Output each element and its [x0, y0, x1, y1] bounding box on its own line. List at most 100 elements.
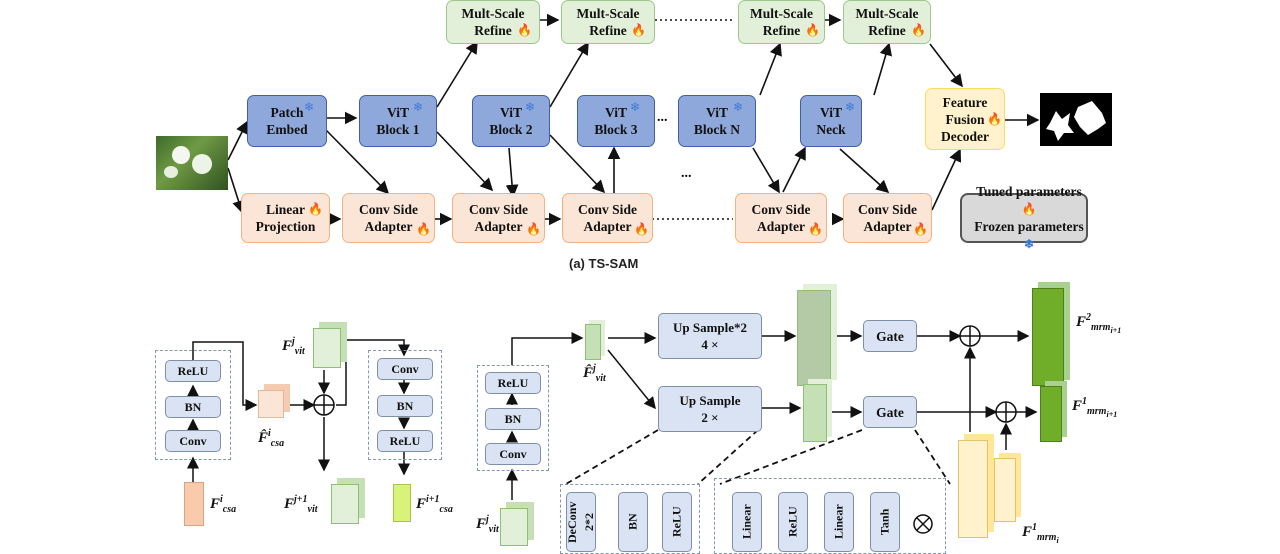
up-sample-2-label: Up Sample*2 4 ×: [672, 320, 748, 352]
f-mrm-1-sub-text: mrm: [1087, 406, 1107, 417]
csa-right-group: [368, 350, 442, 460]
f-csa-input-label: Ficsa: [210, 494, 236, 515]
linear-projection-label: Linear Projection: [255, 202, 316, 234]
f-csa-output-cuboid: [393, 484, 411, 522]
f-vit-output-cuboid: [331, 484, 359, 524]
f-csa-hat-label: F̂icsa: [258, 428, 284, 449]
gate-linear-label-1: Linear: [739, 504, 754, 540]
f-vit-output-sub: vit: [307, 504, 318, 515]
gate-relu-box: ReLU: [778, 492, 808, 552]
vit-block-2-label: ViT Block 2: [489, 105, 533, 137]
vit-block-1-box: ViT Block 1: [359, 95, 437, 147]
refine-box-4: Mult-Scale Refine: [843, 0, 931, 44]
f-csa-output-base: F: [416, 496, 427, 512]
f-vit-mrm-input-cuboid: [500, 508, 528, 546]
conv-side-adapter-label-2: Conv Side Adapter: [469, 202, 528, 234]
ellipsis-top: ...: [657, 110, 668, 125]
gate-tanh-label: Tanh: [877, 508, 892, 536]
vit-block-2-box: ViT Block 2: [472, 95, 550, 147]
refine-box-1: Mult-Scale Refine: [446, 0, 540, 44]
csa-bn-box: BN: [165, 396, 221, 418]
f-csa-output-label: Fi+1csa: [416, 494, 453, 515]
f-vit-hat-base: F̂: [583, 365, 594, 381]
linear-projection-box: Linear Projection: [241, 193, 330, 243]
conv-side-adapter-4: Conv Side Adapter: [735, 193, 827, 243]
mrm-bn-label: BN: [504, 411, 522, 426]
legend: Tuned parameters 🔥 Frozen parameters ❄: [960, 184, 1088, 251]
f-csa-input-sup: i: [220, 494, 223, 505]
f-csa-input-base: F: [210, 496, 221, 512]
feature-fusion-decoder: Feature Fusion Decoder: [925, 88, 1005, 150]
up-sample-2-box: Up Sample*2 4 ×: [658, 313, 762, 359]
f-mrm-prev-sup: 1: [1032, 522, 1038, 533]
mrm-relu-label: ReLU: [497, 375, 529, 390]
f-csa-hat-sup: i: [268, 428, 271, 439]
snowflake-icon: ❄: [304, 100, 315, 114]
gate-linear-box-2: Linear: [824, 492, 854, 552]
f-csa-hat-sub: csa: [270, 438, 285, 449]
vit-neck-label: ViT Neck: [816, 105, 846, 137]
detail-bn-label: BN: [625, 513, 640, 531]
f-vit-hat-sup: j: [593, 363, 596, 374]
f-mrm-prev-sub: mrmi: [1037, 532, 1059, 545]
detail-relu-box: ReLU: [662, 492, 692, 552]
conv-side-adapter-label-5: Conv Side Adapter: [858, 202, 917, 234]
vit-block-1-label: ViT Block 1: [376, 105, 420, 137]
f-mrm-2-sub-text: mrm: [1091, 322, 1111, 333]
flame-icon: 🔥: [913, 222, 928, 236]
f-mrm-2-label: F2mrmi+1: [1076, 312, 1121, 335]
snowflake-icon: ❄: [733, 100, 744, 114]
input-image: [156, 136, 228, 190]
f-mrm-prev-base: F: [1022, 524, 1033, 540]
csa-conv-box-2: Conv: [377, 358, 433, 380]
f-vit-mrm-input-base: F: [476, 516, 487, 532]
csa-conv-label-2: Conv: [391, 361, 419, 376]
gate-box-2: Gate: [863, 396, 917, 428]
f-vit-output-sup: j+1: [294, 494, 308, 505]
flame-icon: 🔥: [631, 23, 646, 37]
gate-linear-label-2: Linear: [831, 504, 846, 540]
gate-label-1: Gate: [876, 328, 904, 344]
conv-side-adapter-3: Conv Side Adapter: [562, 193, 653, 243]
csa-relu-label-2: ReLU: [389, 433, 421, 448]
flame-icon: 🔥: [517, 23, 532, 37]
flame-icon: 🔥: [805, 23, 820, 37]
flame-icon: 🔥: [911, 23, 926, 37]
mrm-bn-box: BN: [485, 408, 541, 430]
gate-tanh-box: Tanh: [870, 492, 900, 552]
snowflake-icon: ❄: [630, 100, 641, 114]
f-csa-hat-base: F̂: [258, 430, 269, 446]
f-vit-input-cuboid: [313, 328, 341, 368]
snowflake-icon: ❄: [1023, 237, 1035, 251]
gate-linear-box-1: Linear: [732, 492, 762, 552]
f-mrm-1-map: [1040, 386, 1062, 442]
f-vit-hat-label: F̂jvit: [583, 363, 606, 384]
f-mrm-prev-map-1: [958, 440, 988, 538]
deconv-label: DeConv 2*2: [565, 501, 596, 543]
gate-label-2: Gate: [876, 404, 904, 420]
patch-embed-box: Patch Embed: [247, 95, 327, 147]
f-mrm-2-sub: mrmi+1: [1091, 322, 1121, 335]
conv-side-adapter-1: Conv Side Adapter: [342, 193, 435, 243]
csa-conv-label: Conv: [179, 433, 207, 448]
f-mrm-1-base: F: [1072, 398, 1083, 414]
f-vit-output-label: Fj+1vit: [284, 494, 318, 515]
f-mrm-prev-sub-text: mrm: [1037, 532, 1057, 543]
mrm-conv-label: Conv: [499, 446, 527, 461]
upsample-2x-map: [803, 384, 827, 442]
vit-block-3-label: ViT Block 3: [594, 105, 638, 137]
flame-icon: 🔥: [1021, 202, 1037, 216]
f-vit-input-base: F: [282, 338, 293, 354]
f-vit-input-sup: j: [292, 336, 295, 347]
vit-neck-box: ViT Neck: [800, 95, 862, 147]
decoder-label: Feature Fusion Decoder: [941, 94, 989, 144]
refine-label-2: Mult-Scale Refine: [576, 6, 640, 38]
snowflake-icon: ❄: [525, 100, 536, 114]
f-vit-hat-cuboid: [585, 324, 601, 360]
flame-icon: 🔥: [526, 222, 541, 236]
flame-icon: 🔥: [808, 222, 823, 236]
mrm-relu-box: ReLU: [485, 372, 541, 394]
vit-block-3-box: ViT Block 3: [577, 95, 655, 147]
f-vit-input-label: Fjvit: [282, 336, 305, 357]
